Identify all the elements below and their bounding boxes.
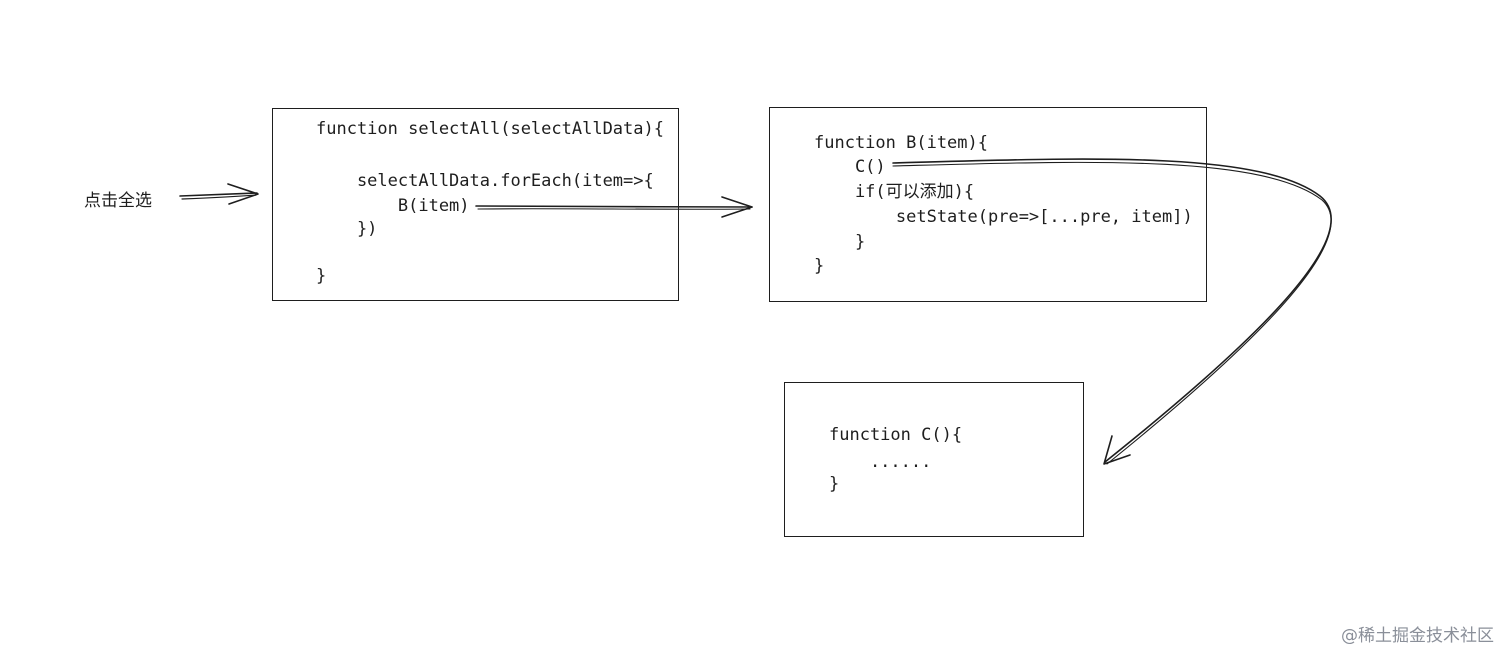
watermark: @稀土掘金技术社区 — [1341, 626, 1494, 646]
code-line: } — [829, 474, 840, 494]
arrow-trigger-to-selectall — [179, 183, 259, 205]
code-line: ...... — [829, 452, 932, 472]
code-line: } — [814, 232, 866, 252]
code-line: B(item) — [316, 196, 470, 216]
arrow-ccall-to-function-c — [892, 158, 1332, 465]
code-line: } — [316, 266, 327, 286]
code-line: selectAllData.forEach(item=>{ — [316, 171, 654, 191]
function-c-block — [784, 382, 1084, 537]
code-line: function selectAll(selectAllData){ — [316, 119, 664, 139]
select-all-block — [272, 108, 679, 301]
code-line: C() — [814, 157, 886, 177]
code-line: } — [814, 256, 825, 276]
code-line: setState(pre=>[...pre, item]) — [814, 207, 1193, 227]
code-line: }) — [316, 219, 378, 239]
arrow-bcall-to-function-b — [475, 196, 753, 218]
code-line: if(可以添加){ — [814, 182, 975, 202]
code-line: function C(){ — [829, 425, 963, 445]
function-b-block — [769, 107, 1207, 302]
trigger-label: 点击全选 — [84, 191, 152, 211]
code-line: function B(item){ — [814, 133, 988, 153]
